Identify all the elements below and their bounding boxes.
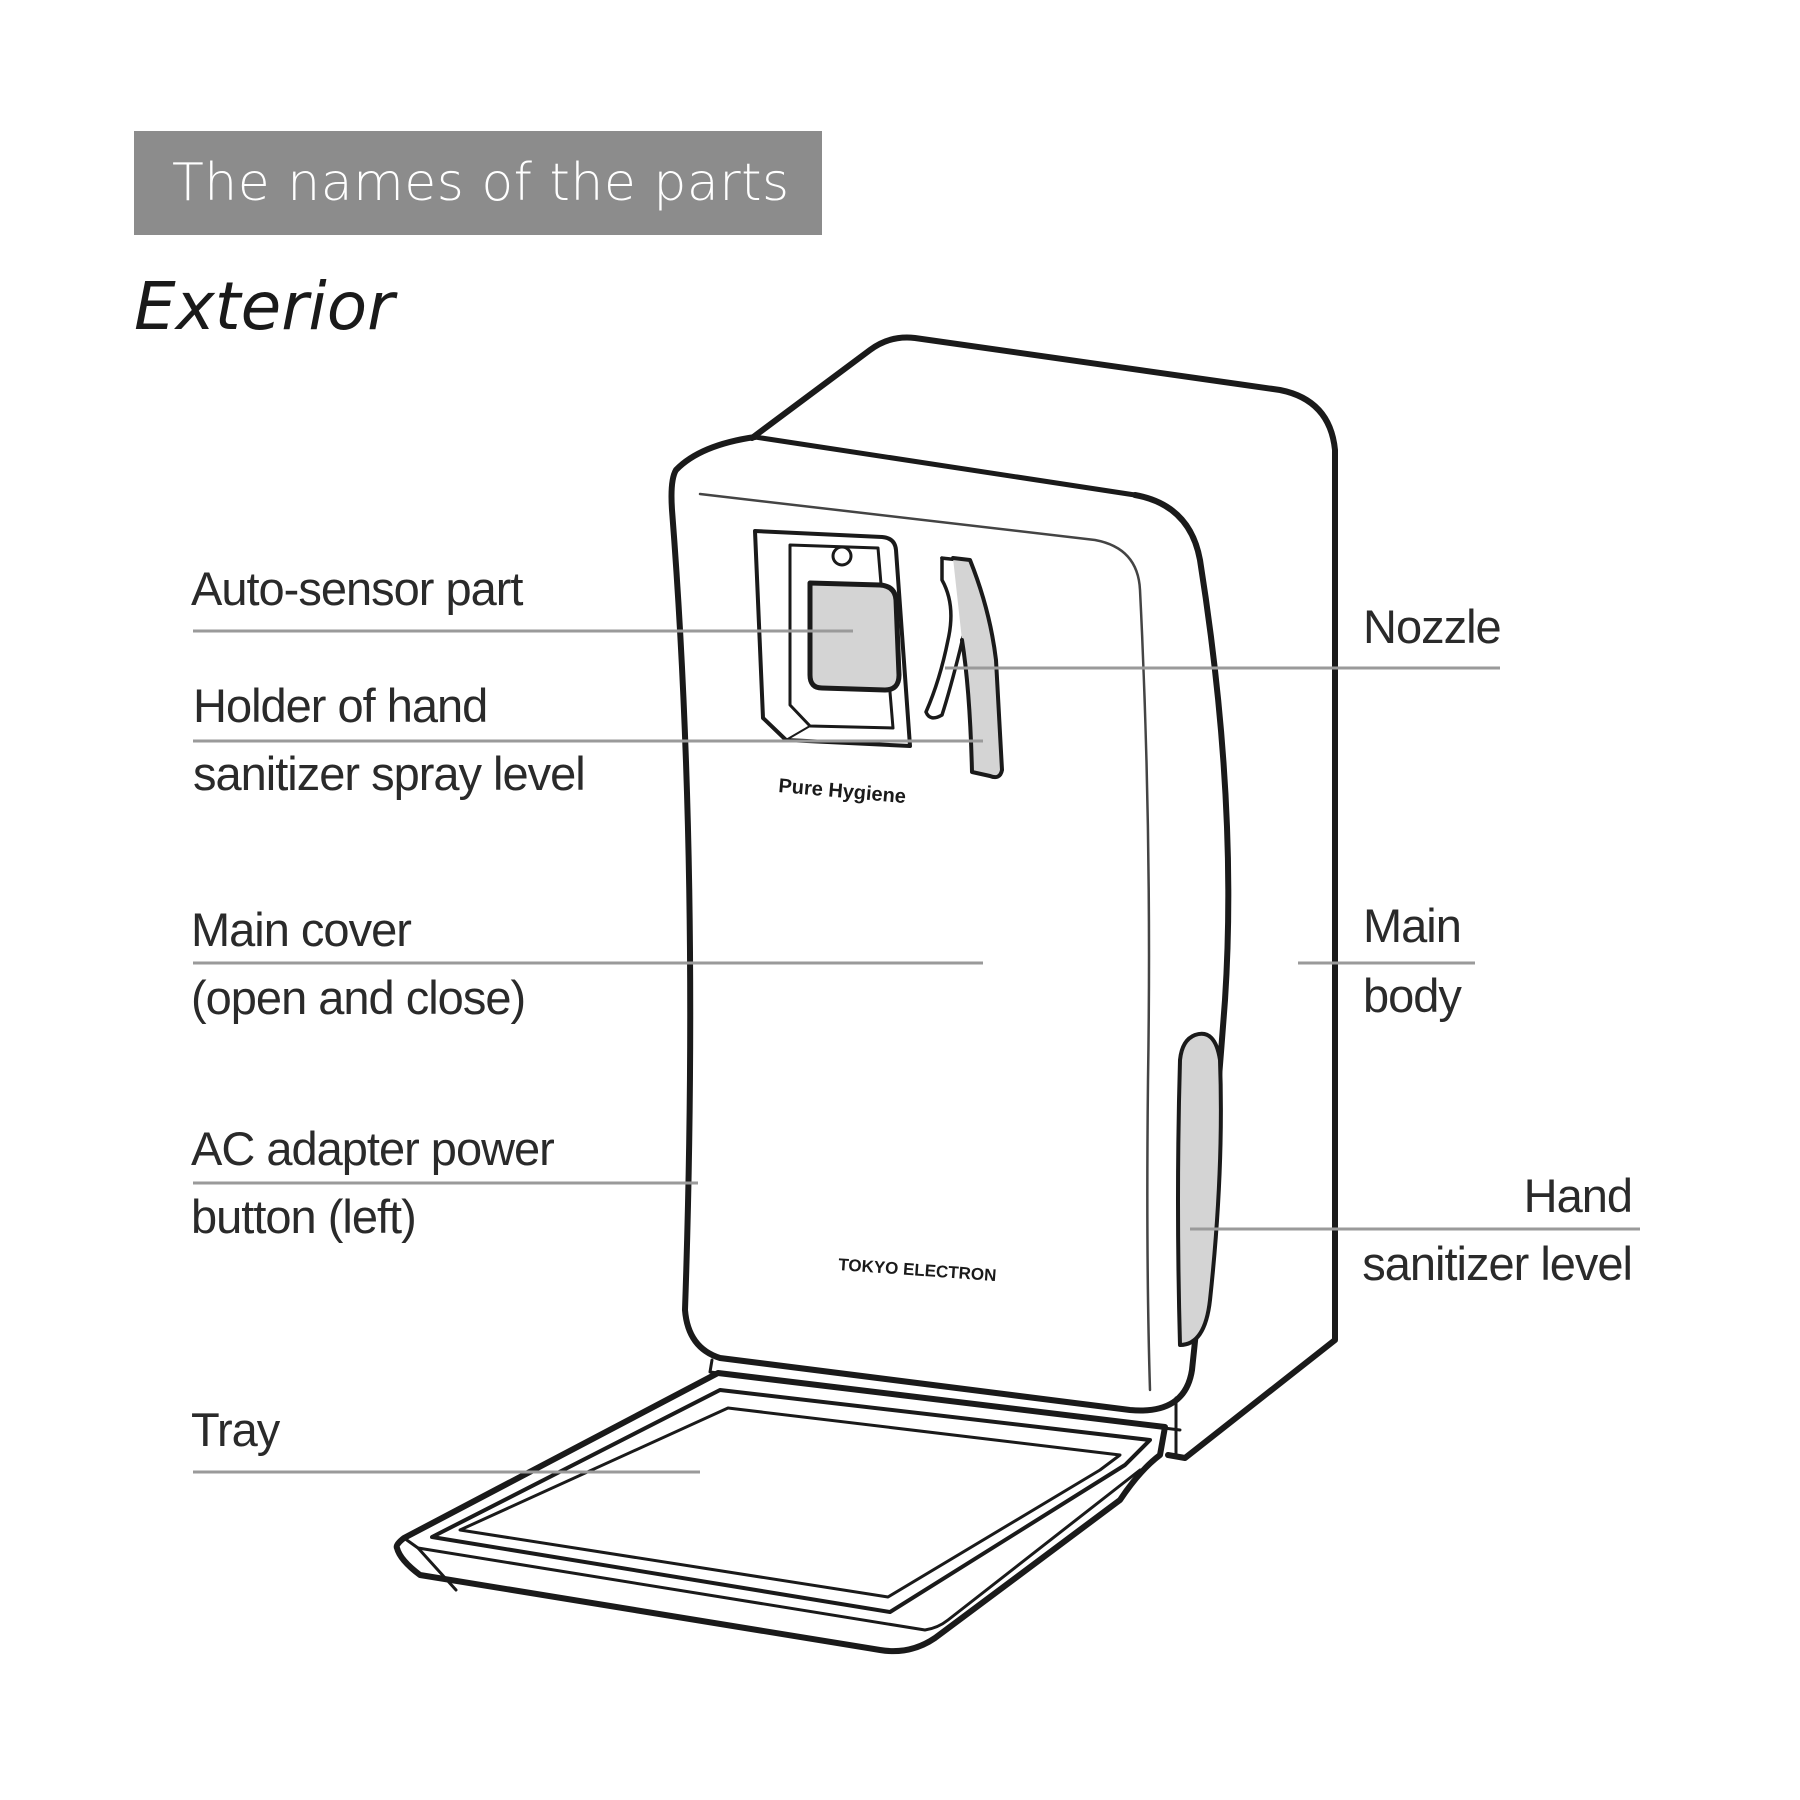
tray-outer (393, 1370, 1168, 1655)
label-main-cover-line1: Main cover (191, 903, 412, 956)
cover-inner-seam (698, 492, 1152, 1392)
label-hand-level-line1: Hand (1523, 1169, 1633, 1222)
tray-inner (458, 1406, 1122, 1599)
label-holder-line2: sanitizer spray level (193, 747, 586, 800)
label-nozzle: Nozzle (1363, 600, 1502, 653)
level-window (1176, 1031, 1223, 1347)
main-cover-outline (668, 434, 1232, 1414)
label-ac-adapter-line2: button (left) (191, 1190, 417, 1243)
sensor-led (831, 545, 853, 567)
section-subtitle: Exterior (134, 268, 395, 345)
label-main-cover-line2: (open and close) (191, 971, 526, 1024)
sensor-housing (753, 529, 912, 748)
section-banner: The names of the parts (134, 131, 822, 235)
sensor-window (807, 580, 902, 693)
label-tray: Tray (191, 1403, 280, 1456)
top-seam (752, 434, 1138, 498)
label-main-body-line1: Main (1363, 899, 1462, 952)
label-hand-level-line2: sanitizer level (1362, 1237, 1633, 1290)
label-ac-adapter-line1: AC adapter power (191, 1122, 555, 1175)
logo-text: Pure Hygiene (778, 775, 907, 808)
label-main-body-line2: body (1363, 969, 1462, 1022)
label-auto-sensor: Auto-sensor part (191, 562, 523, 615)
main-body-outline (749, 334, 1338, 1461)
brand-text: TOKYO ELECTRON (838, 1255, 997, 1285)
tray-rim (430, 1388, 1152, 1614)
label-holder-line1: Holder of hand (193, 679, 488, 732)
